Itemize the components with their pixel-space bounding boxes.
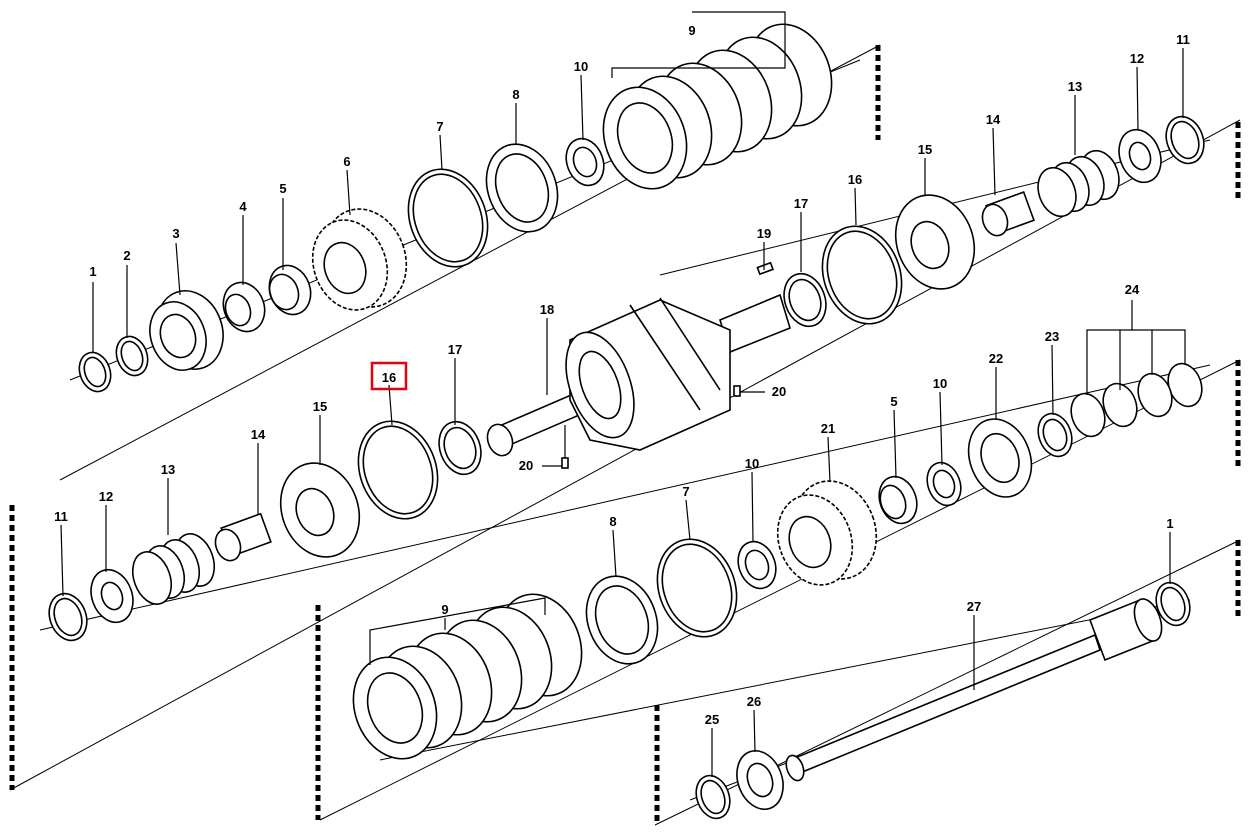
label-p17-a: 17	[794, 196, 808, 211]
label-p10-c: 10	[745, 456, 759, 471]
label-p1-a: 1	[89, 264, 96, 279]
label-p17-b: 17	[448, 342, 462, 357]
label-p24: 24	[1125, 282, 1140, 297]
part-9-clutch-pack-lower	[352, 593, 583, 760]
label-p9-a: 9	[688, 23, 695, 38]
part-20-pin-left	[561, 457, 569, 469]
label-p10-a: 10	[574, 59, 588, 74]
label-p10-b: 10	[933, 376, 947, 391]
label-p13-b: 13	[161, 462, 175, 477]
part-18-shaft-drum	[486, 293, 791, 457]
label-p14-b: 14	[251, 427, 266, 442]
label-p6: 6	[343, 154, 350, 169]
part-11-circlip-top-right	[1165, 115, 1205, 165]
label-p13-a: 13	[1068, 79, 1082, 94]
part-5-needle-bearing-center	[878, 475, 918, 525]
label-p11-b: 11	[54, 509, 68, 524]
part-10-ring-lower	[737, 540, 777, 590]
part-15-piston-top-right	[894, 194, 976, 290]
label-p7-b: 7	[682, 484, 689, 499]
part-labels: 1 2 3 4 5 6 7 8 9 10 11 12 13 14 15 16 1…	[54, 23, 1190, 727]
part-19-pin	[756, 261, 774, 276]
label-p16-a: 16	[848, 172, 862, 187]
part-16-oring-center	[357, 420, 439, 520]
label-p5-b: 5	[890, 394, 897, 409]
label-p14-a: 14	[986, 112, 1001, 127]
label-p20-b: 20	[519, 458, 533, 473]
part-7-oring-top	[407, 168, 489, 268]
label-p4: 4	[239, 199, 247, 214]
part-11-circlip-center	[48, 592, 88, 642]
part-10-ring-top	[565, 137, 605, 187]
part-3-bearing	[149, 290, 224, 371]
part-5-needle-bearing-top	[268, 264, 312, 316]
part-25-circlip	[695, 774, 731, 820]
part-13-spring-center	[131, 533, 216, 605]
label-p9-b: 9	[441, 602, 448, 617]
part-12-bearing-top-right	[1118, 128, 1162, 184]
part-14-sleeve-center	[214, 512, 272, 562]
label-p5-a: 5	[279, 181, 286, 196]
label-p7-a: 7	[436, 119, 443, 134]
label-p8-a: 8	[512, 87, 519, 102]
leader-lines	[60, 11, 1186, 777]
label-p12-a: 12	[1130, 51, 1144, 66]
part-24-ring-set	[1070, 362, 1203, 438]
part-6-gear	[311, 208, 408, 311]
part-27-shaft	[785, 598, 1163, 782]
part-2-ring-top	[115, 335, 149, 377]
label-p20-a: 20	[772, 384, 786, 399]
label-p27: 27	[967, 599, 981, 614]
part-1-circlip-bottom	[1155, 581, 1191, 627]
label-p26: 26	[747, 694, 761, 709]
part-10-ring-center	[926, 461, 962, 507]
highlight-box	[370, 361, 408, 391]
part-15-piston-center	[279, 462, 361, 558]
part-17-ring-center	[438, 420, 482, 476]
label-p23: 23	[1045, 329, 1059, 344]
part-22-bearing	[967, 418, 1033, 498]
part-13-spring-top-right	[1037, 149, 1120, 218]
label-p12-b: 12	[99, 489, 113, 504]
part-21-gear	[776, 480, 878, 586]
part-4-washer	[222, 281, 266, 333]
part-17-ring-top-right	[783, 272, 827, 328]
part-12-bearing-center	[90, 568, 134, 624]
part-8-plate-top	[485, 143, 559, 233]
part-14-sleeve-top-right	[981, 191, 1035, 237]
label-p16-b: 16	[382, 370, 396, 385]
label-p18: 18	[540, 302, 554, 317]
part-8-plate-lower	[585, 575, 659, 665]
part-7-oring-lower	[656, 538, 738, 638]
part-23-ring	[1037, 412, 1073, 458]
label-p19: 19	[757, 226, 771, 241]
label-p22: 22	[989, 351, 1003, 366]
label-p21: 21	[821, 421, 835, 436]
part-26-bearing	[736, 750, 784, 810]
label-p15-a: 15	[918, 142, 932, 157]
label-p15-b: 15	[313, 399, 327, 414]
label-p11-a: 11	[1176, 32, 1190, 47]
part-16-oring-top-right	[821, 225, 903, 325]
part-20-pin-right	[733, 385, 741, 397]
label-p8-b: 8	[609, 514, 616, 529]
label-p3: 3	[172, 226, 179, 241]
part-9-clutch-pack-top	[602, 23, 833, 190]
part-1-circlip-top	[78, 351, 112, 393]
label-p2-a: 2	[123, 248, 130, 263]
label-p25: 25	[705, 712, 719, 727]
label-p1-b: 1	[1166, 516, 1173, 531]
